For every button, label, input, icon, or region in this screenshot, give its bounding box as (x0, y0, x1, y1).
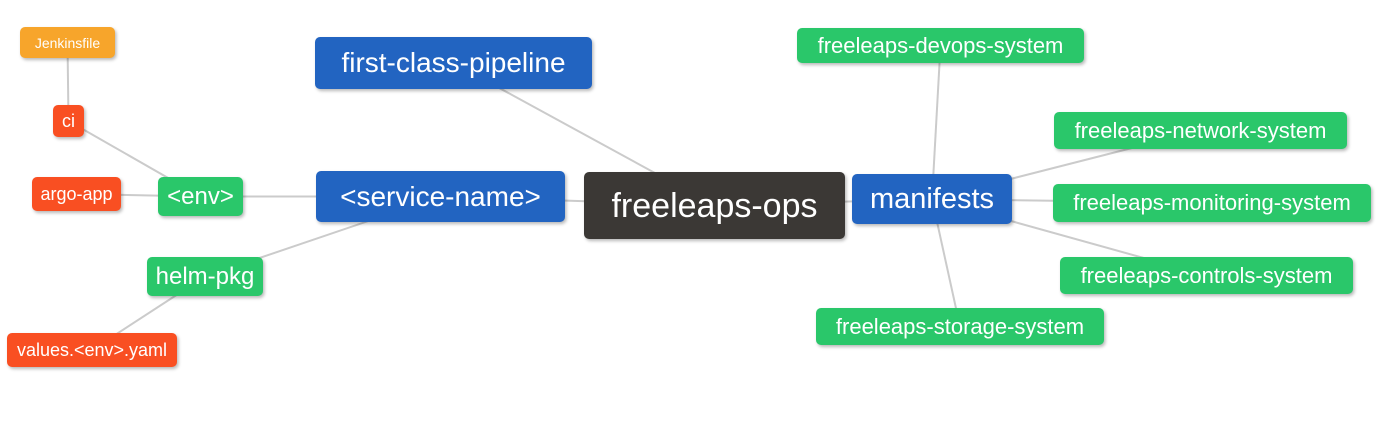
mindmap-node-first-class-pipeline[interactable]: first-class-pipeline (315, 37, 592, 89)
mindmap-node-service-name[interactable]: <service-name> (316, 171, 565, 222)
mindmap-node-manifests[interactable]: manifests (852, 174, 1012, 224)
mindmap-node-freeleaps-devops-system[interactable]: freeleaps-devops-system (797, 28, 1084, 63)
mindmap-node-freeleaps-monitoring-system[interactable]: freeleaps-monitoring-system (1053, 184, 1371, 222)
mindmap-node-freeleaps-ops[interactable]: freeleaps-ops (584, 172, 845, 239)
mindmap-node-ci[interactable]: ci (53, 105, 84, 137)
mindmap-node-freeleaps-network-system[interactable]: freeleaps-network-system (1054, 112, 1347, 149)
mindmap-node-argo-app[interactable]: argo-app (32, 177, 121, 211)
mindmap-node-jenkinsfile[interactable]: Jenkinsfile (20, 27, 115, 58)
mindmap-node-helm-pkg[interactable]: helm-pkg (147, 257, 263, 296)
mindmap-node-values-env-yaml[interactable]: values.<env>.yaml (7, 333, 177, 367)
mindmap-node-freeleaps-storage-system[interactable]: freeleaps-storage-system (816, 308, 1104, 345)
mindmap-node-freeleaps-controls-system[interactable]: freeleaps-controls-system (1060, 257, 1353, 294)
mindmap-node-env[interactable]: <env> (158, 177, 243, 216)
edge-manifests-to-freeleaps-devops-system (931, 45, 942, 200)
